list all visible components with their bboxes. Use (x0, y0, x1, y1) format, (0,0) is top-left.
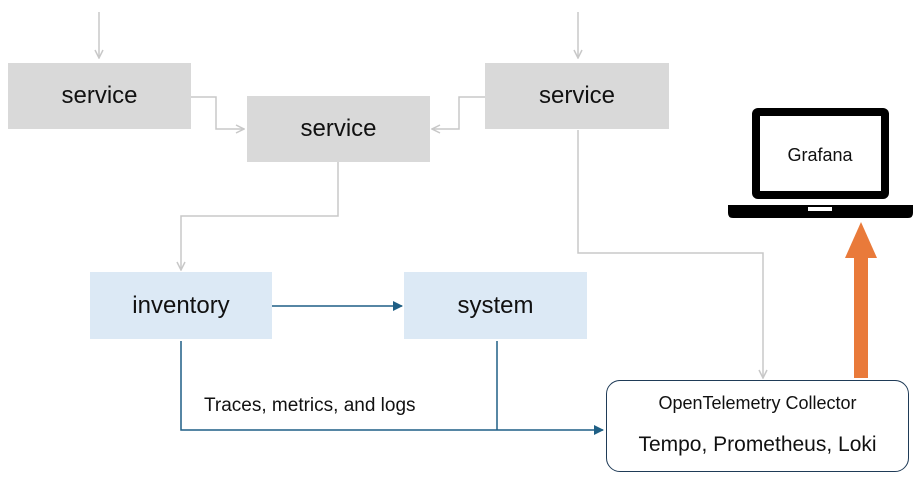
orange-arrow (845, 222, 877, 378)
laptop-icon (728, 108, 913, 218)
service-node-right[interactable]: service (485, 63, 669, 129)
edge-service-right-to-collector (577, 130, 763, 378)
grafana-label: Grafana (787, 145, 853, 165)
system-node-label: system (457, 291, 534, 319)
service-node-right-label: service (538, 82, 616, 109)
collector-node[interactable]: OpenTelemetry Collector Tempo, Prometheu… (606, 380, 909, 472)
collector-backends: Tempo, Prometheus, Loki (638, 433, 877, 456)
collector-title: OpenTelemetry Collector (658, 393, 857, 413)
system-node[interactable]: system (404, 272, 587, 339)
service-node-left[interactable]: service (8, 63, 191, 129)
service-node-center-label: service (300, 115, 377, 142)
inventory-node-label: inventory (132, 291, 230, 319)
service-node-center[interactable]: service (247, 96, 430, 162)
service-node-left-label: service (61, 82, 138, 109)
telemetry-edge-label: Traces, metrics, and logs (204, 395, 416, 416)
inventory-node[interactable]: inventory (90, 272, 272, 339)
edge-service-left-to-center (191, 96, 244, 129)
edge-service-right-to-center (432, 96, 485, 129)
edge-service-center-to-inventory (181, 162, 339, 270)
edge-inventory-telemetry (180, 341, 604, 435)
